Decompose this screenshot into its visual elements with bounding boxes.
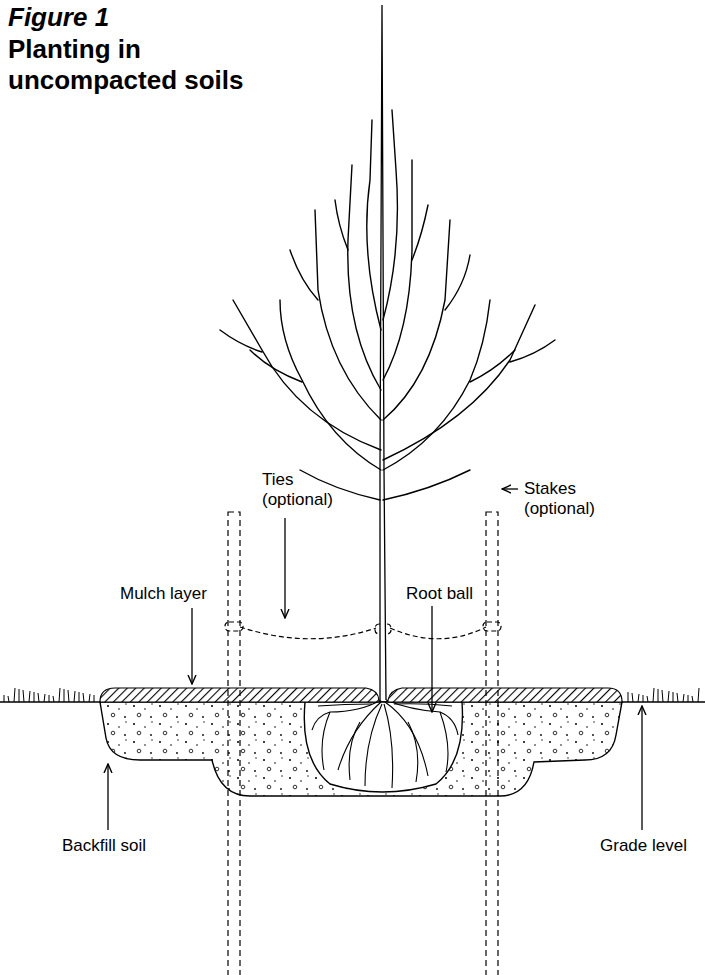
grass-blade [38, 693, 39, 702]
branches [220, 110, 555, 500]
root-ball [304, 702, 462, 792]
grass-blade [79, 692, 80, 702]
part-label: Stakes (optional) [524, 479, 624, 519]
grass-blade [673, 692, 674, 702]
trunk [380, 5, 386, 700]
figure-title: Figure 1 [8, 2, 109, 32]
backfill-soil [100, 702, 622, 796]
grass-blade [34, 692, 35, 702]
grass-blade [94, 695, 95, 702]
grass-blade [23, 690, 24, 702]
grass-blade [662, 690, 663, 702]
grass-blade [688, 695, 689, 702]
part-label: Grade level [600, 836, 700, 856]
tie [225, 622, 501, 639]
grass-blade [59, 688, 60, 702]
grass-blade [83, 693, 84, 702]
leader-arrow [108, 489, 642, 830]
grass-blade [14, 688, 15, 702]
part-label: Mulch layer [120, 584, 240, 604]
grass-blade [53, 696, 54, 702]
grass-blade [4, 695, 5, 702]
grass-blade [19, 689, 20, 702]
grass-blade [653, 688, 654, 702]
grass-blade [74, 691, 75, 702]
mulch-layer [388, 688, 622, 702]
grass-blade [29, 691, 30, 702]
part-label: Backfill soil [62, 836, 202, 856]
roots [312, 700, 458, 788]
grass-blade [692, 696, 693, 702]
grass-blade [698, 688, 699, 702]
grass-blade [632, 693, 633, 702]
part-label: Ties (optional) [262, 470, 352, 510]
grass-blade [668, 691, 669, 702]
grass-blade [628, 692, 629, 702]
grass-blade [8, 696, 9, 702]
grass-blade [89, 694, 90, 702]
grass-blade [44, 694, 45, 702]
grass-blade [647, 696, 648, 702]
stake [228, 512, 240, 975]
grass-blade [638, 694, 639, 702]
grass-blade [68, 690, 69, 702]
grass-blade [64, 689, 65, 702]
stake [486, 512, 498, 975]
figure-subtitle: Planting in uncompacted soils [8, 34, 268, 96]
grass [4, 688, 699, 702]
part-label: Root ball [406, 584, 506, 604]
grass-blade [683, 694, 684, 702]
grass-blade [49, 695, 50, 702]
grass-blade [658, 689, 659, 702]
grass-blade [677, 693, 678, 702]
grass-blade [643, 695, 644, 702]
